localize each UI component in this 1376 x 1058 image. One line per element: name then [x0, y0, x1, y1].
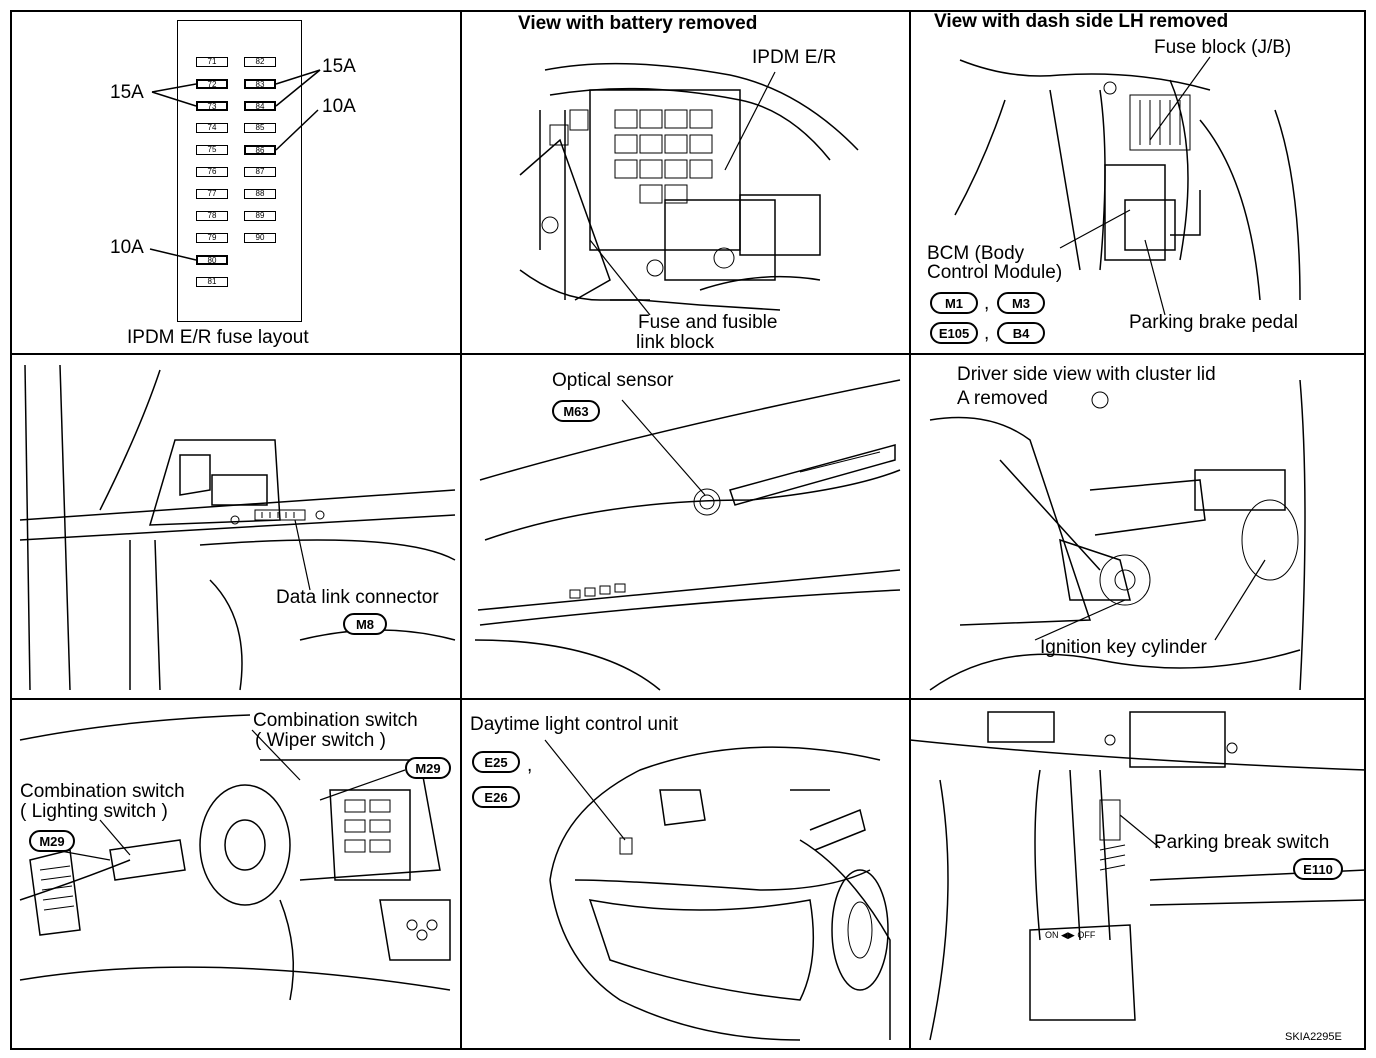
fuse-78: 78	[196, 211, 228, 221]
connector-m63: M63	[552, 400, 600, 422]
fuse-72: 72	[196, 79, 228, 89]
label-15a-left: 15A	[110, 82, 144, 103]
fuse-86: 86	[244, 145, 276, 155]
connector-comma-1: ,	[984, 293, 990, 314]
fuse-83: 83	[244, 79, 276, 89]
fuse-73: 73	[196, 101, 228, 111]
cluster-lid-label-1: Driver side view with cluster lid	[957, 364, 1216, 385]
fuse-87: 87	[244, 167, 276, 177]
fuse-75: 75	[196, 145, 228, 155]
connector-m29-lighting: M29	[29, 830, 75, 852]
optical-sensor-label: Optical sensor	[552, 370, 674, 391]
ignition-key-cylinder-label: Ignition key cylinder	[1040, 637, 1207, 658]
parking-switch-label: Parking break switch	[1154, 832, 1330, 853]
bcm-label-2: Control Module)	[927, 262, 1063, 283]
fuse-76: 76	[196, 167, 228, 177]
fuse-79: 79	[196, 233, 228, 243]
cluster-lid-label-2: A removed	[957, 388, 1048, 409]
parking-brake-pedal-label: Parking brake pedal	[1129, 312, 1298, 333]
figure-code: SKIA2295E	[1285, 1031, 1342, 1043]
fuse-89: 89	[244, 211, 276, 221]
data-link-connector-label: Data link connector	[276, 587, 439, 608]
fuse-90: 90	[244, 233, 276, 243]
fuse-85: 85	[244, 123, 276, 133]
connector-m8: M8	[343, 613, 387, 635]
bcm-label-1: BCM (Body	[927, 243, 1025, 264]
fuse-84: 84	[244, 101, 276, 111]
fuse-71: 71	[196, 57, 228, 67]
lighting-switch-label-1: Combination switch	[20, 781, 185, 802]
connector-m29-wiper: M29	[405, 757, 451, 779]
connector-m1: M1	[930, 292, 978, 314]
connector-e26: E26	[472, 786, 520, 808]
label-15a-right: 15A	[322, 56, 356, 77]
wiper-switch-label-2: ( Wiper switch )	[255, 730, 386, 751]
wiper-switch-label-1: Combination switch	[253, 710, 418, 731]
label-10a-right: 10A	[322, 96, 356, 117]
connector-b4: B4	[997, 322, 1045, 344]
fuse-box-outline	[177, 20, 302, 322]
daytime-light-label: Daytime light control unit	[470, 714, 679, 735]
dash-side-removed-title: View with dash side LH removed	[934, 11, 1229, 32]
fuse-block-label-1: Fuse and fusible	[638, 312, 778, 333]
connector-comma-3: ,	[527, 755, 533, 776]
fuse-82: 82	[244, 57, 276, 67]
battery-removed-title: View with battery removed	[518, 13, 758, 34]
fuse-77: 77	[196, 189, 228, 199]
connector-e110: E110	[1293, 858, 1343, 880]
fuse-74: 74	[196, 123, 228, 133]
outer-frame	[10, 10, 1366, 1050]
fuse-block-label-2: link block	[636, 332, 715, 353]
on-off-marking: ON ◀▶ OFF	[1045, 930, 1096, 940]
fuse-81: 81	[196, 277, 228, 287]
lighting-switch-label-2: ( Lighting switch )	[20, 801, 168, 822]
ipdm-er-label: IPDM E/R	[752, 47, 837, 68]
fuse-block-jb-label: Fuse block (J/B)	[1154, 37, 1292, 58]
fuse-80: 80	[196, 255, 228, 265]
connector-e25: E25	[472, 751, 520, 773]
fuse-layout-title: IPDM E/R fuse layout	[127, 327, 309, 348]
connector-comma-2: ,	[984, 323, 990, 344]
connector-e105: E105	[930, 322, 978, 344]
fuse-88: 88	[244, 189, 276, 199]
connector-m3: M3	[997, 292, 1045, 314]
label-10a-left: 10A	[110, 237, 144, 258]
